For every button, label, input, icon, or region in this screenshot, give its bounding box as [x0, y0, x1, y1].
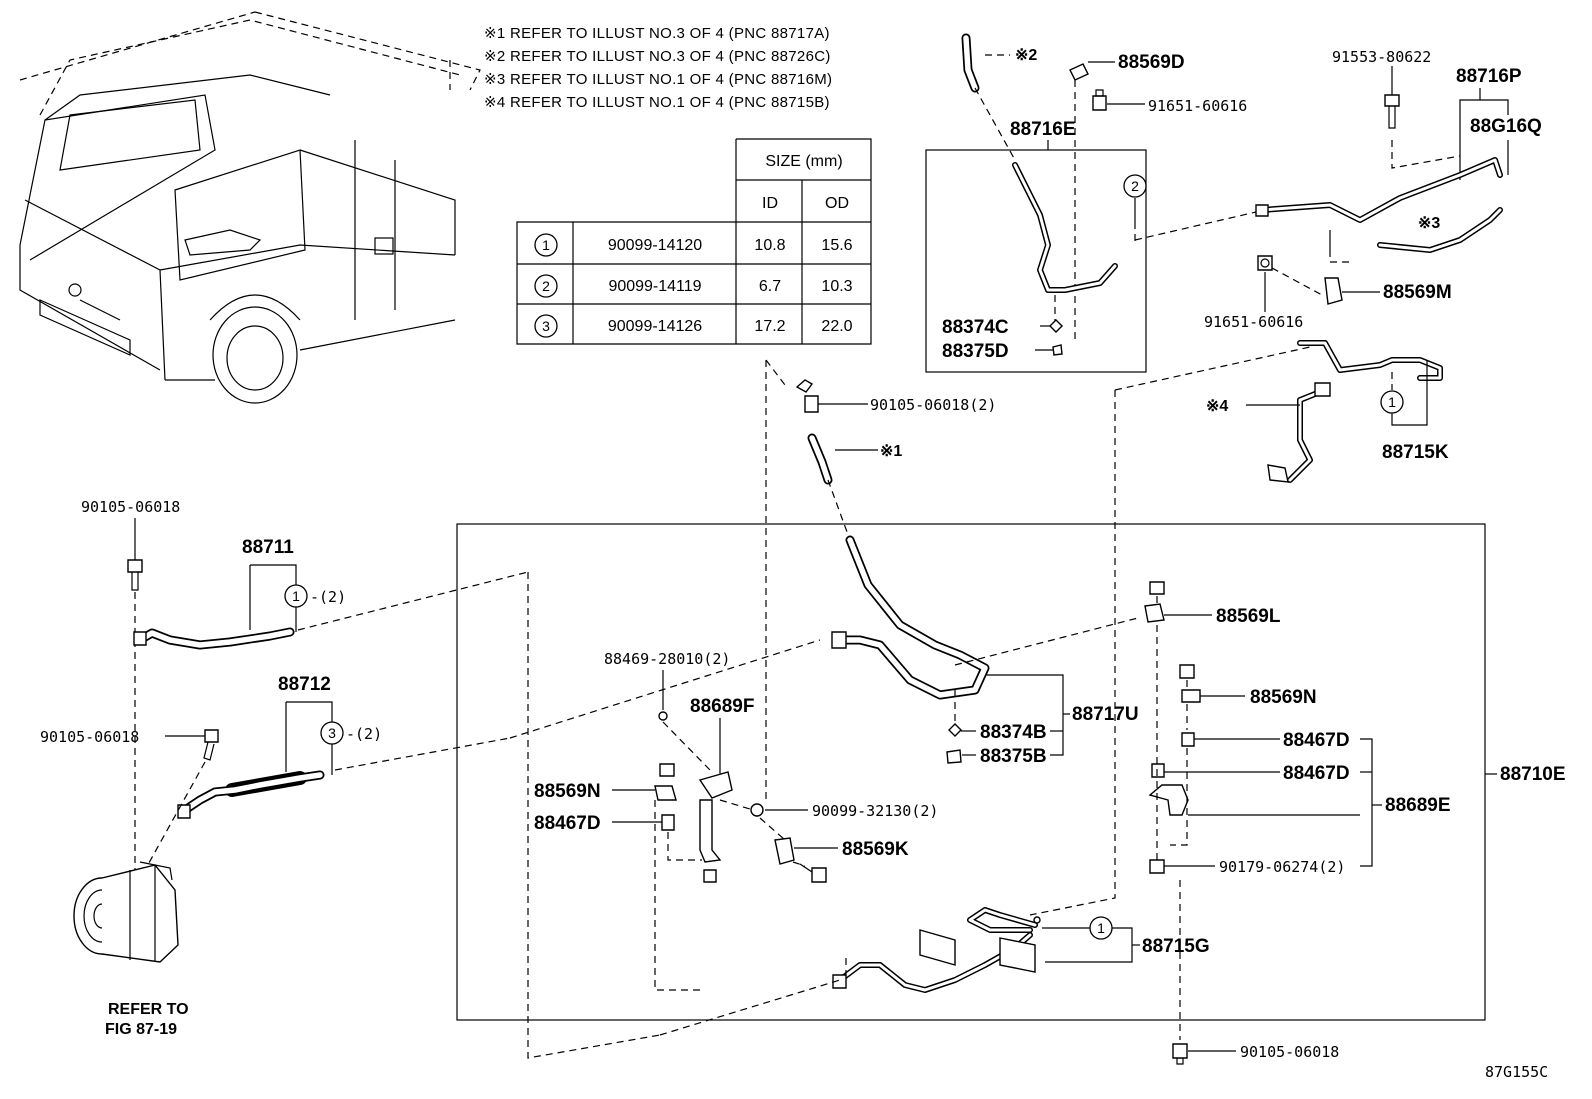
part-88716P: 88716P — [1456, 66, 1522, 87]
compressor — [73, 861, 179, 963]
group-88716E: ※2 88569D 91651-60616 88716E 2 88374C 88… — [925, 33, 1247, 373]
part-88469-28010-x2: 88469-28010(2) — [604, 650, 730, 668]
part-90179-06274-x2: 90179-06274(2) — [1219, 858, 1345, 876]
table-row-od: 15.6 — [821, 237, 852, 254]
circle-mark-1-G: 1 — [1097, 920, 1105, 936]
part-90099-32130-x2: 90099-32130(2) — [812, 802, 938, 820]
group-bottom-bolt: 90105-06018 — [1172, 880, 1339, 1065]
part-88689F: 88689F — [690, 696, 754, 717]
part-88467D-right-2: 88467D — [1283, 763, 1350, 784]
reference-notes: ※1 REFER TO ILLUST NO.3 OF 4 (PNC 88717A… — [484, 25, 832, 111]
assembly-frame-88710E — [456, 523, 1486, 1021]
table-row-mark: 3 — [542, 318, 550, 334]
group-88689E: 88569L 88569N 88467D 88467D 90179-06274(… — [1144, 581, 1451, 876]
vehicle-illustration — [19, 11, 481, 404]
refer-to-label: REFER TO — [108, 1001, 189, 1018]
circle-mark-1-K: 1 — [1388, 394, 1396, 410]
table-header-size: SIZE (mm) — [765, 153, 842, 170]
group-left-hoses: 90105-06018 88711 1 -(2) 88712 3 -(2) 90… — [40, 498, 821, 1059]
part-91553-80622: 91553-80622 — [1332, 48, 1431, 66]
table-row-part: 90099-14120 — [608, 237, 702, 254]
table-row-id: 6.7 — [759, 278, 781, 295]
part-88374C: 88374C — [942, 317, 1009, 338]
note-4: ※4 REFER TO ILLUST NO.1 OF 4 (PNC 88715B… — [484, 94, 830, 111]
part-88569L: 88569L — [1216, 606, 1281, 627]
hose-size-table: SIZE (mm) ID OD 1 90099-14120 10.8 15.6 … — [516, 138, 872, 345]
part-90105-06018-left2: 90105-06018 — [40, 728, 139, 746]
part-88715K: 88715K — [1382, 442, 1449, 463]
part-88375B: 88375B — [980, 746, 1047, 767]
part-91651-60616-mid: 91651-60616 — [1204, 313, 1303, 331]
part-88717U: 88717U — [1072, 704, 1139, 725]
note-2: ※2 REFER TO ILLUST NO.3 OF 4 (PNC 88726C… — [484, 48, 831, 65]
circle-mark-2: 2 — [1131, 178, 1139, 194]
part-88375D: 88375D — [942, 341, 1009, 362]
part-90105-06018-left: 90105-06018 — [81, 498, 180, 516]
table-row-id: 10.8 — [754, 237, 785, 254]
table-row-od: 10.3 — [821, 278, 852, 295]
ref-1-label: ※1 — [880, 443, 902, 460]
group-88689F: 88469-28010(2) 88689F 90099-32130(2) 885… — [534, 650, 938, 991]
part-88569K: 88569K — [842, 839, 909, 860]
part-88715G: 88715G — [1142, 936, 1210, 957]
ref-2-label: ※2 — [1015, 47, 1037, 64]
subassembly-frame-88716E — [925, 149, 1147, 373]
table-row-od: 22.0 — [821, 318, 852, 335]
table-header-id: ID — [762, 195, 778, 212]
part-90105-06018-x2-top: 90105-06018(2) — [870, 396, 996, 414]
table-row-mark: 1 — [542, 237, 550, 253]
part-88710E: 88710E — [1500, 764, 1566, 785]
group-88717U: 88374B 88375B 88717U — [831, 535, 1139, 767]
part-88716E: 88716E — [1010, 119, 1076, 140]
ref-4-label: ※4 — [1206, 398, 1228, 415]
fig-reference-label: FIG 87-19 — [105, 1021, 177, 1038]
group-88716P: 91553-80622 88716P 88G16Q ※3 91651-60616… — [1134, 48, 1542, 331]
part-88G16Q: 88G16Q — [1470, 116, 1542, 137]
part-88711: 88711 — [242, 537, 294, 558]
part-88569D: 88569D — [1118, 52, 1185, 73]
group-88717U-inlet: 90105-06018(2) ※1 — [765, 359, 996, 800]
part-88569N-left: 88569N — [534, 781, 601, 802]
part-88374B: 88374B — [980, 722, 1047, 743]
note-1: ※1 REFER TO ILLUST NO.3 OF 4 (PNC 88717A… — [484, 25, 830, 42]
table-row-id: 17.2 — [754, 318, 785, 335]
ref-3-label: ※3 — [1418, 215, 1440, 232]
drawing-number: 87G155C — [1485, 1063, 1548, 1081]
circle-mark-3-712: 3 — [328, 725, 336, 741]
table-row-part: 90099-14126 — [608, 318, 702, 335]
table-row-mark: 2 — [542, 278, 550, 294]
circle-mark-1-711: 1 — [292, 588, 300, 604]
part-88467D-right-1: 88467D — [1283, 730, 1350, 751]
part-88712: 88712 — [278, 674, 331, 695]
group-88715K: ※4 1 88715K — [1029, 340, 1449, 916]
part-90105-06018-bottom: 90105-06018 — [1240, 1043, 1339, 1061]
table-header-od: OD — [825, 195, 849, 212]
part-88569N-right: 88569N — [1250, 687, 1317, 708]
note-3: ※3 REFER TO ILLUST NO.1 OF 4 (PNC 88716M… — [484, 71, 832, 88]
part-88569M: 88569M — [1383, 282, 1452, 303]
table-row-part: 90099-14119 — [608, 278, 701, 295]
group-88715G: 1 88715G — [659, 907, 1210, 1036]
qty-711: -(2) — [310, 588, 346, 606]
part-88689E: 88689E — [1385, 795, 1451, 816]
part-91651-60616-top: 91651-60616 — [1148, 97, 1247, 115]
part-88467D-left: 88467D — [534, 813, 601, 834]
qty-712: -(2) — [346, 725, 382, 743]
